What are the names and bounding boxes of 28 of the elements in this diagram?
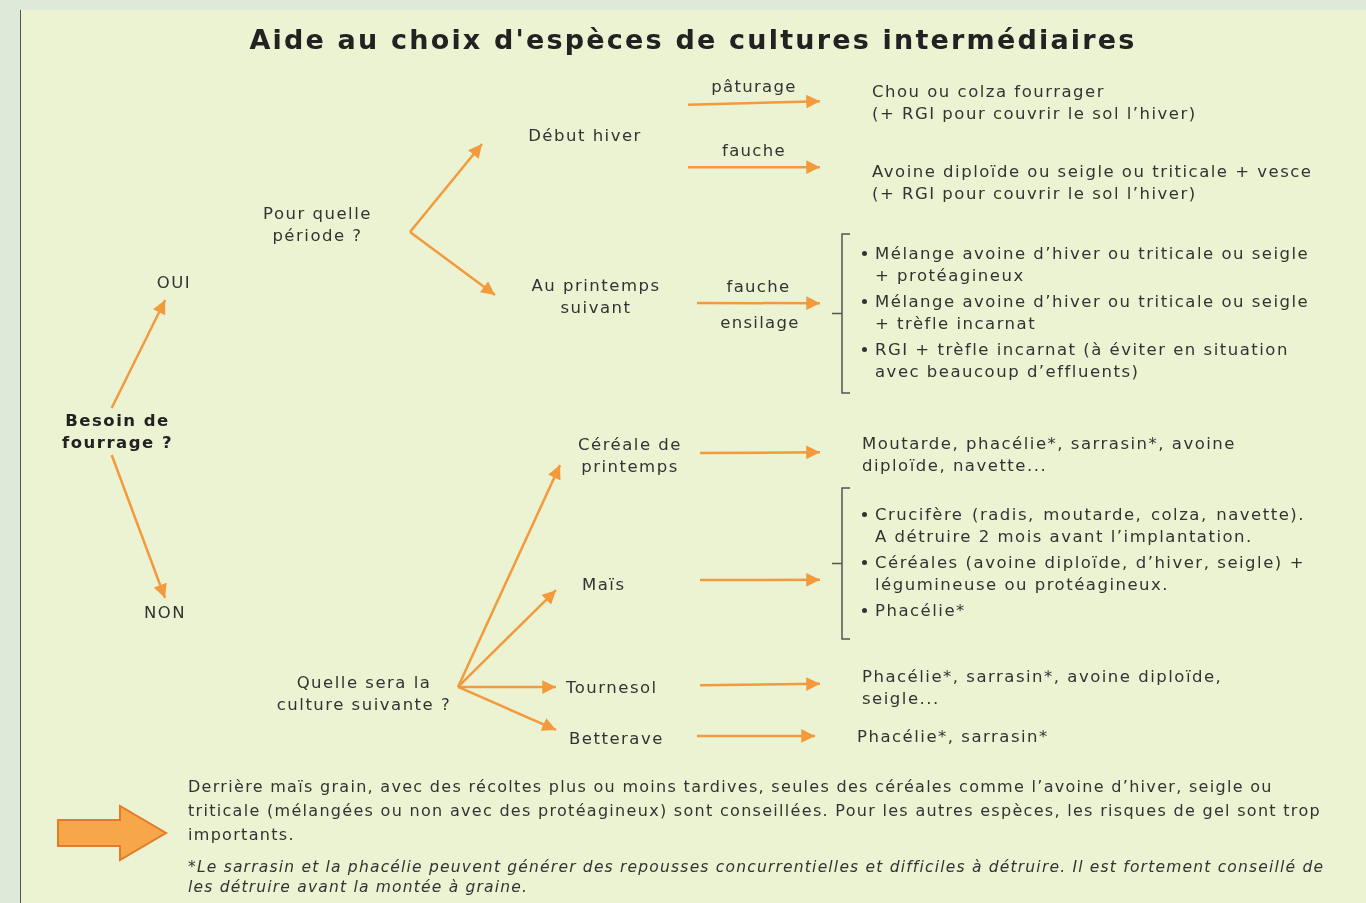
- footnote-text: *Le sarrasin et la phacélie peuvent générer des repousses concurrentielles et difficiles à détruire. Il est fortement conseillé de les détruire avant la montée à graine.: [188, 857, 1326, 897]
- diagram-title: Aide au choix d'espèces de cultures intermédiaires: [248, 24, 1138, 55]
- note-text: Derrière maïs grain, avec des récoltes plus ou moins tardives, seules des céréales comme l’avoine d’hiver, seigle ou triticale (mélangées ou non avec des protéagineux) sont conseillées. Pour les autres espèces, les risques de gel sont trop importants.: [188, 776, 1322, 846]
- answer-text: OUI: [156, 272, 192, 294]
- answer-text: NON: [143, 602, 187, 624]
- question-text: Besoin de fourrage ?: [61, 409, 174, 454]
- recommendation-text: (+ RGI pour couvrir le sol l’hiver): [872, 103, 1198, 125]
- recommendation-item: Crucifère (radis, moutarde, colza, navette). A détruire 2 mois avant l’implantation.: [875, 503, 1305, 548]
- crop-text: Maïs: [582, 574, 627, 596]
- recommendation-item: Phacélie*: [875, 599, 967, 622]
- recommendation-item: Mélange avoine d’hiver ou triticale ou seigle + protéagineux: [875, 242, 1311, 287]
- period-text: Début hiver: [528, 125, 642, 147]
- crop-text: Tournesol: [566, 677, 659, 699]
- recommendation-item: Céréales (avoine diploïde, d’hiver, seigle) + légumineuse ou protéagineux.: [875, 551, 1305, 596]
- usage-label: ensilage: [719, 312, 801, 334]
- recommendation-item: Mélange avoine d’hiver ou triticale ou seigle + trèfle incarnat: [875, 290, 1311, 335]
- recommendation-text: Moutarde, phacélie*, sarrasin*, avoine diploïde, navette...: [862, 433, 1237, 477]
- recommendation-text: Phacélie*, sarrasin*: [857, 726, 1050, 748]
- question-text: Quelle sera la culture suivante ?: [275, 671, 453, 716]
- recommendation-text: (+ RGI pour couvrir le sol l’hiver): [872, 183, 1198, 205]
- recommendation-text: Chou ou colza fourrager: [872, 81, 1106, 103]
- period-text: Au printemps suivant: [530, 275, 662, 319]
- crop-text: Betterave: [569, 728, 665, 750]
- crop-text: Céréale de printemps: [577, 434, 683, 478]
- recommendation-text: Phacélie*, sarrasin*, avoine diploïde, seigle...: [862, 666, 1224, 710]
- recommendation-item: RGI + trèfle incarnat (à éviter en situation avec beaucoup d’effluents): [875, 338, 1290, 383]
- question-text: Pour quelle période ?: [262, 203, 373, 247]
- recommendation-text: Avoine diploïde ou seigle ou triticale + vesce: [872, 161, 1314, 183]
